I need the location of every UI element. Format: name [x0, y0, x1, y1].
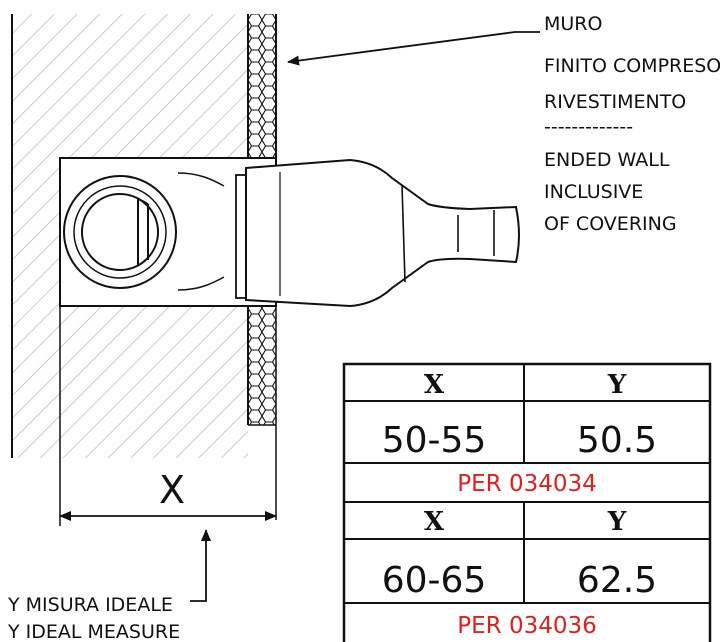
covering-lower — [248, 306, 276, 425]
y-measure-leader-arrow — [190, 529, 211, 602]
valve-disc — [81, 193, 159, 271]
valve-cover — [235, 158, 520, 308]
callout-it-line3: RIVESTIMENTO — [544, 91, 686, 113]
size-table: X Y 50-55 50.5 PER 034034 X Y 60-65 62.5… — [342, 362, 712, 642]
y-measure-callout: Y MISURA IDEALE Y IDEAL MEASURE — [7, 529, 211, 642]
y-measure-label-en: Y IDEAL MEASURE — [7, 621, 180, 642]
x-dimension: X — [59, 306, 277, 526]
callout-en-line3: OF COVERING — [544, 213, 677, 235]
table-row2-y-value: 62.5 — [577, 560, 657, 601]
table-row1-header-x: X — [424, 370, 445, 400]
callout-it-line1: MURO — [544, 13, 602, 35]
table-row2-header-y: Y — [607, 507, 627, 537]
covering-upper — [248, 14, 276, 158]
callout-separator: ------------- — [544, 116, 633, 138]
table-row2-header-x: X — [424, 507, 445, 537]
wall-callout: MURO FINITO COMPRESO RIVESTIMENTO ------… — [287, 13, 720, 235]
table-row2-x-value: 60-65 — [382, 560, 487, 601]
table-row1-header-y: Y — [607, 370, 627, 400]
wall-covering — [248, 14, 277, 520]
table-row2-code: PER 034036 — [457, 613, 597, 639]
dimension-x-label: X — [159, 468, 185, 512]
table-row1-y-value: 50.5 — [577, 420, 657, 461]
table-row1-code: PER 034034 — [457, 471, 597, 497]
callout-leader-arrow — [287, 31, 540, 66]
callout-en-line1: ENDED WALL — [544, 149, 670, 171]
table-row1-x-value: 50-55 — [382, 420, 487, 461]
cover-flange — [235, 174, 247, 299]
y-measure-label-it: Y MISURA IDEALE — [7, 594, 173, 616]
cover-handle — [245, 158, 520, 308]
callout-en-line2: INCLUSIVE — [544, 181, 643, 203]
callout-it-line2: FINITO COMPRESO — [544, 55, 720, 77]
